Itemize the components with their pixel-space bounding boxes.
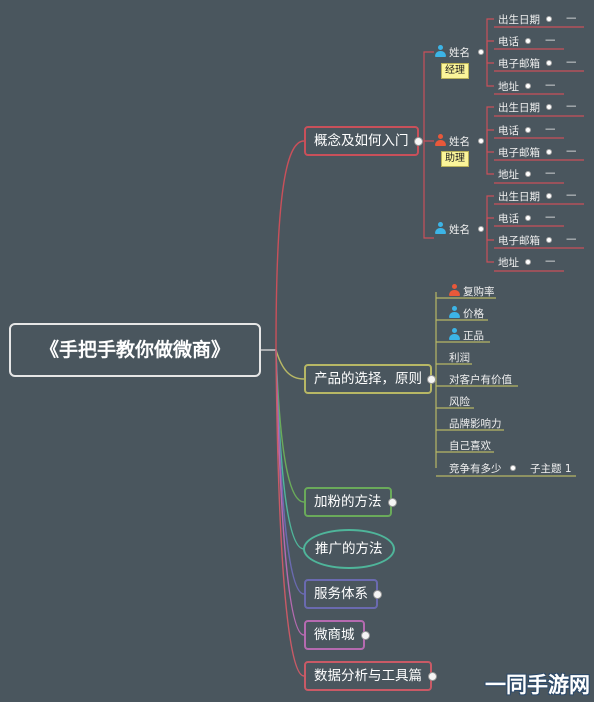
child-self-like[interactable]: 自己喜欢	[449, 440, 491, 452]
field-phone[interactable]: 电话	[498, 36, 519, 48]
tag-manager: 经理	[441, 63, 469, 79]
child-risk[interactable]: 风险	[449, 396, 470, 408]
expand-dot-icon[interactable]	[546, 60, 552, 66]
expand-dot-icon[interactable]	[414, 137, 423, 146]
dash-value: —	[566, 145, 577, 157]
sub-topic[interactable]: 子主题 1	[530, 463, 572, 475]
person-node-3[interactable]: 姓名	[435, 222, 470, 237]
branch-data[interactable]: 数据分析与工具篇	[304, 661, 432, 691]
child-genuine[interactable]: 正品	[449, 328, 484, 343]
expand-dot-icon[interactable]	[510, 465, 516, 471]
expand-dot-icon[interactable]	[388, 498, 397, 507]
dash-value: —	[566, 233, 577, 245]
person-icon-red	[449, 284, 460, 296]
person-node-2[interactable]: 姓名	[435, 134, 470, 149]
expand-dot-icon[interactable]	[525, 215, 531, 221]
person-node-1[interactable]: 姓名	[435, 45, 470, 60]
root-topic[interactable]: 《手把手教你做微商》	[9, 323, 261, 377]
dash-value: —	[566, 100, 577, 112]
field-address[interactable]: 地址	[498, 169, 519, 181]
dash-value: —	[545, 255, 556, 267]
field-birthday[interactable]: 出生日期	[498, 191, 540, 203]
child-profit[interactable]: 利润	[449, 352, 470, 364]
field-phone[interactable]: 电话	[498, 125, 519, 137]
branch-product[interactable]: 产品的选择，原则	[304, 364, 432, 394]
dash-value: —	[545, 34, 556, 46]
dash-value: —	[566, 56, 577, 68]
expand-dot-icon[interactable]	[525, 259, 531, 265]
tag-assistant: 助理	[441, 151, 469, 167]
person-icon-blue	[435, 222, 446, 234]
expand-dot-icon[interactable]	[525, 171, 531, 177]
child-competition[interactable]: 竞争有多少	[449, 463, 502, 475]
expand-dot-icon[interactable]	[428, 672, 437, 681]
watermark-logo: 一同手游网	[485, 673, 590, 697]
field-address[interactable]: 地址	[498, 81, 519, 93]
child-repurchase-rate[interactable]: 复购率	[449, 284, 495, 299]
field-phone[interactable]: 电话	[498, 213, 519, 225]
expand-dot-icon[interactable]	[478, 226, 484, 232]
dash-value: —	[545, 79, 556, 91]
person-icon-red	[435, 134, 446, 146]
expand-dot-icon[interactable]	[427, 375, 436, 384]
expand-dot-icon[interactable]	[478, 138, 484, 144]
child-price[interactable]: 价格	[449, 306, 484, 321]
expand-dot-icon[interactable]	[361, 631, 370, 640]
branch-service[interactable]: 服务体系	[304, 579, 378, 609]
dash-value: —	[545, 167, 556, 179]
expand-dot-icon[interactable]	[546, 16, 552, 22]
field-email[interactable]: 电子邮箱	[498, 235, 540, 247]
dash-value: —	[566, 189, 577, 201]
field-address[interactable]: 地址	[498, 257, 519, 269]
child-customer-value[interactable]: 对客户有价值	[449, 374, 512, 386]
field-email[interactable]: 电子邮箱	[498, 147, 540, 159]
expand-dot-icon[interactable]	[546, 237, 552, 243]
expand-dot-icon[interactable]	[525, 127, 531, 133]
field-birthday[interactable]: 出生日期	[498, 14, 540, 26]
expand-dot-icon[interactable]	[546, 104, 552, 110]
field-birthday[interactable]: 出生日期	[498, 102, 540, 114]
person-icon-blue	[435, 45, 446, 57]
expand-dot-icon[interactable]	[546, 149, 552, 155]
branch-promotion[interactable]: 推广的方法	[303, 529, 395, 569]
branch-concept[interactable]: 概念及如何入门	[304, 126, 419, 156]
expand-dot-icon[interactable]	[373, 590, 382, 599]
person-icon-blue	[449, 328, 460, 340]
dash-value: —	[545, 211, 556, 223]
dash-value: —	[545, 123, 556, 135]
expand-dot-icon[interactable]	[525, 38, 531, 44]
expand-dot-icon[interactable]	[525, 83, 531, 89]
person-icon-blue	[449, 306, 460, 318]
field-email[interactable]: 电子邮箱	[498, 58, 540, 70]
expand-dot-icon[interactable]	[546, 193, 552, 199]
expand-dot-icon[interactable]	[478, 49, 484, 55]
child-brand-influence[interactable]: 品牌影响力	[449, 418, 502, 430]
branch-mall[interactable]: 微商城	[304, 620, 365, 650]
branch-fans[interactable]: 加粉的方法	[304, 487, 392, 517]
dash-value: —	[566, 12, 577, 24]
